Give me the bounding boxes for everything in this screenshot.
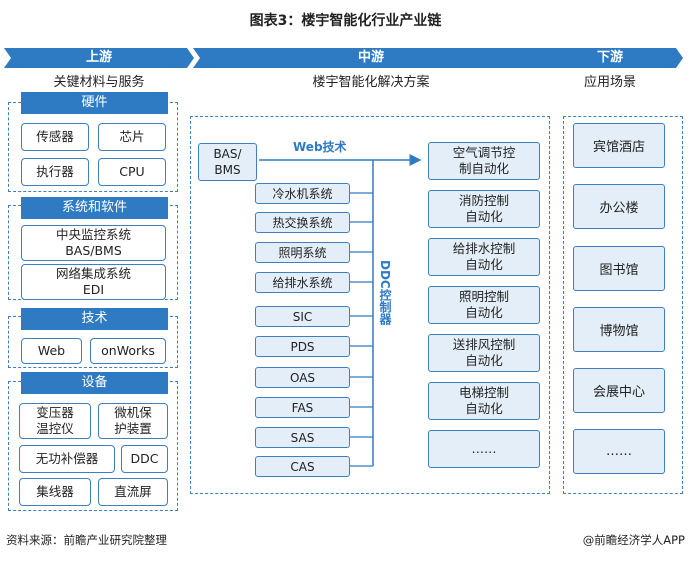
mid-left-item-1: 热交换系统 xyxy=(255,212,350,233)
stage-downstream-arrow: 下游 xyxy=(537,48,683,68)
hardware-sensor: 传感器 xyxy=(21,123,89,151)
web-tech-label: Web技术 xyxy=(293,140,347,154)
equipment-ddc: DDC xyxy=(121,445,168,473)
stage-midstream-arrow: 中游 xyxy=(193,48,549,68)
tech-header: 技术 xyxy=(21,308,168,330)
downstream-item-3: 博物馆 xyxy=(573,307,665,352)
hardware-header: 硬件 xyxy=(21,92,168,114)
mid-left-item-8: SAS xyxy=(255,427,350,448)
systems-network-integration: 网络集成系统 EDI xyxy=(21,264,166,300)
stage-upstream-arrow: 上游 xyxy=(4,48,194,68)
mid-right-item-5: 电梯控制 自动化 xyxy=(428,382,540,420)
equipment-header: 设备 xyxy=(21,372,168,394)
mid-right-item-6: …… xyxy=(428,430,540,468)
mid-left-item-7: FAS xyxy=(255,397,350,418)
mid-left-item-2: 照明系统 xyxy=(255,242,350,263)
hardware-actuator: 执行器 xyxy=(21,158,89,186)
mid-left-item-3: 给排水系统 xyxy=(255,272,350,293)
tech-onworks: onWorks xyxy=(90,338,166,364)
equipment-protection-device: 微机保 护装置 xyxy=(98,403,168,439)
stage-upstream-label: 上游 xyxy=(85,50,112,65)
downstream-item-0: 宾馆酒店 xyxy=(573,123,665,168)
mid-right-item-4: 送排风控制 自动化 xyxy=(428,334,540,372)
mid-left-item-0: 冷水机系统 xyxy=(255,183,350,204)
systems-header: 系统和软件 xyxy=(21,197,168,219)
equipment-hub: 集线器 xyxy=(19,478,91,506)
ddc-controller-label: DDC控制器 xyxy=(378,260,392,325)
bas-bms-box: BAS/ BMS xyxy=(198,143,257,181)
mid-left-item-6: OAS xyxy=(255,367,350,388)
stage-midstream-label: 中游 xyxy=(357,50,384,65)
stage-midstream-subtitle: 楼宇智能化解决方案 xyxy=(312,75,430,90)
chart-title: 图表3：楼宇智能化行业产业链 xyxy=(249,13,442,29)
downstream-item-5: …… xyxy=(573,429,665,474)
hardware-cpu: CPU xyxy=(98,158,166,186)
tech-web: Web xyxy=(21,338,82,364)
mid-right-item-3: 照明控制 自动化 xyxy=(428,286,540,324)
stage-downstream-label: 下游 xyxy=(596,50,623,65)
equipment-transformer: 变压器 温控仪 xyxy=(19,403,91,439)
equipment-compensator: 无功补偿器 xyxy=(19,445,115,473)
mid-left-item-4: SIC xyxy=(255,306,350,327)
stage-upstream-subtitle: 关键材料与服务 xyxy=(53,75,145,90)
mid-left-item-9: CAS xyxy=(255,456,350,477)
systems-central-monitoring: 中央监控系统 BAS/BMS xyxy=(21,225,166,261)
downstream-group xyxy=(563,116,683,494)
source-note: 资料来源：前瞻产业研究院整理 xyxy=(6,533,167,547)
downstream-item-2: 图书馆 xyxy=(573,246,665,291)
mid-right-item-0: 空气调节控 制自动化 xyxy=(428,142,540,180)
hardware-chip: 芯片 xyxy=(98,123,166,151)
brand-note: @前瞻经济学人APP xyxy=(582,533,685,547)
mid-left-item-5: PDS xyxy=(255,336,350,357)
downstream-item-4: 会展中心 xyxy=(573,368,665,413)
mid-right-item-2: 给排水控制 自动化 xyxy=(428,238,540,276)
equipment-dc-panel: 直流屏 xyxy=(98,478,168,506)
downstream-item-1: 办公楼 xyxy=(573,184,665,229)
stage-downstream-subtitle: 应用场景 xyxy=(583,75,636,90)
mid-right-item-1: 消防控制 自动化 xyxy=(428,190,540,228)
midstream-group xyxy=(190,116,550,494)
